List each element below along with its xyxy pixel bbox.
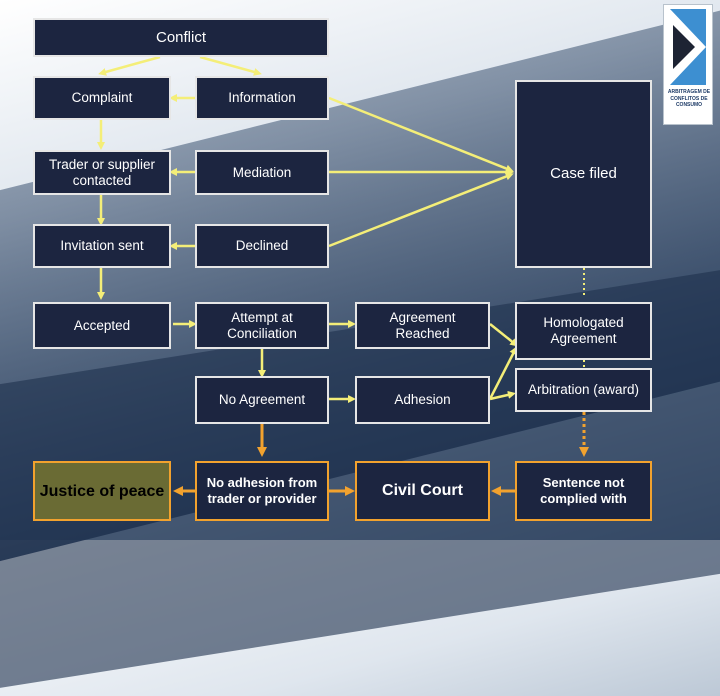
arrow-conflict-complaint [98,55,161,76]
arrow-information-casefiled [328,96,514,173]
node-declined: Declined [195,224,329,268]
node-information: Information [195,76,329,120]
node-arbitration-award: Arbitration (award) [515,368,652,412]
arrow-adhesion-homologated [488,346,517,400]
logo-text: ARBITRAGEM DE CONFLITOS DE CONSUMO [667,89,711,108]
node-no-adhesion: No adhesion from trader or provider [195,461,329,521]
node-civil-court: Civil Court [355,461,490,521]
node-sentence-not-complied: Sentence not complied with [515,461,652,521]
node-adhesion: Adhesion [355,376,490,424]
arrow-agreement-homologated [489,323,519,347]
node-mediation: Mediation [195,150,329,195]
node-no-agreement: No Agreement [195,376,329,424]
node-complaint: Complaint [33,76,171,120]
node-invitation-sent: Invitation sent [33,224,171,268]
node-trader-contacted: Trader or supplier contacted [33,150,171,195]
node-conflict: Conflict [33,18,329,57]
node-attempt-conciliation: Attempt at Conciliation [195,302,329,349]
node-case-filed: Case filed [515,80,652,268]
node-justice-of-peace: Justice of peace [33,461,171,521]
node-agreement-reached: Agreement Reached [355,302,490,349]
arrow-conflict-information [199,55,262,76]
node-homologated-agreement: Homologated Agreement [515,302,652,360]
arrow-adhesion-arbitration [489,390,516,401]
node-accepted: Accepted [33,302,171,349]
arrow-declined-casefiled [328,172,514,248]
logo-emblem-icon [670,9,706,85]
connector-arrows [97,55,589,496]
arbitration-logo: ARBITRAGEM DE CONFLITOS DE CONSUMO [663,4,713,125]
